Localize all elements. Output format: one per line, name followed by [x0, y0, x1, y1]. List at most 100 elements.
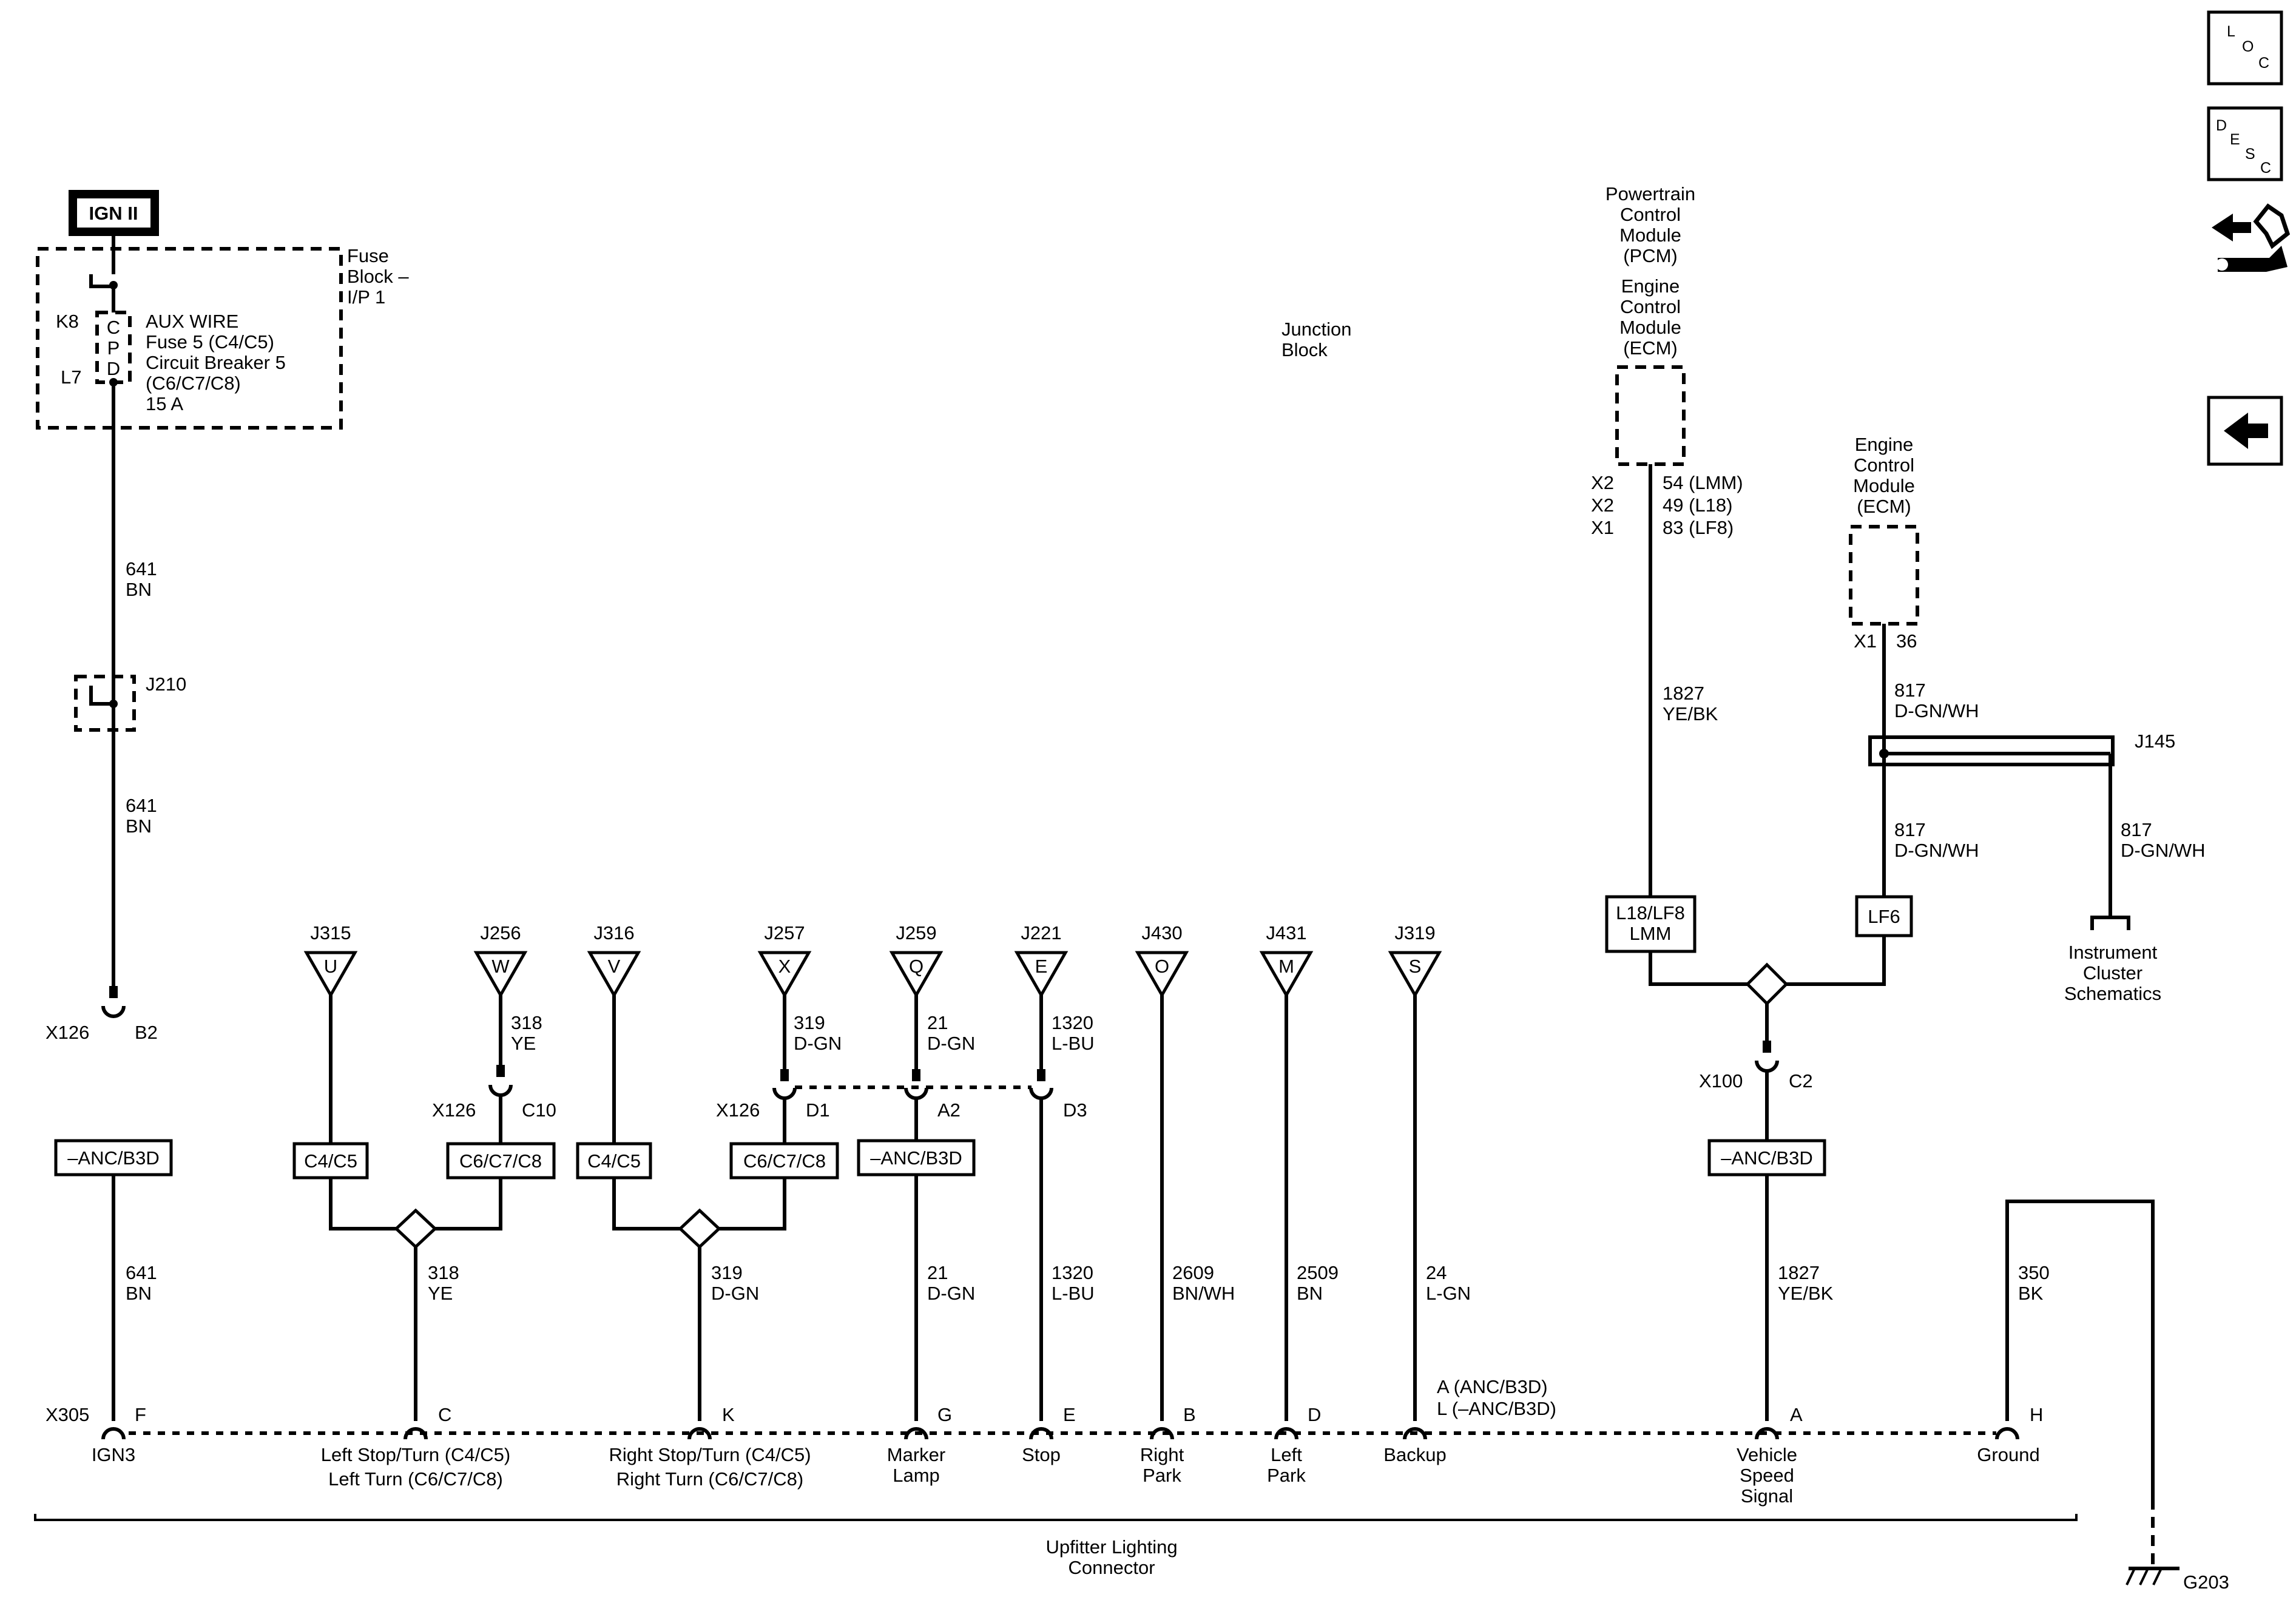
cpd-letter-c: C — [107, 317, 120, 338]
svg-text:O: O — [1155, 956, 1169, 977]
connector-x126-a2-icon — [904, 1069, 928, 1100]
svg-text:Signal: Signal — [1741, 1485, 1793, 1507]
svg-text:B: B — [1183, 1404, 1196, 1425]
lamp-drop-j430: J430 O — [1135, 922, 1189, 999]
x305-pin-b: B Right Park — [1140, 1404, 1196, 1486]
x100-pin-c2: C2 — [1789, 1070, 1813, 1092]
connector-x126-c10-icon — [488, 1065, 513, 1097]
svg-text:O: O — [2242, 38, 2254, 55]
ecm2-pin: 36 — [1896, 630, 1917, 652]
svg-text:J221: J221 — [1021, 922, 1061, 944]
svg-text:Q: Q — [909, 956, 923, 977]
svg-text:G: G — [937, 1404, 952, 1425]
svg-text:S: S — [1409, 956, 1422, 977]
lamp-drop-j315: J315 U — [303, 922, 358, 999]
backup-pin-label: A (ANC/B3D)L (–ANC/B3D) — [1437, 1376, 1556, 1419]
svg-text:Right Turn (C6/C7/C8): Right Turn (C6/C7/C8) — [616, 1468, 803, 1490]
svg-text:J431: J431 — [1266, 922, 1306, 944]
option-box-c6c7c8-left: C6/C7/C8 — [459, 1150, 542, 1172]
desc-button[interactable]: D E S C — [2207, 106, 2283, 181]
svg-text:S: S — [2245, 146, 2255, 163]
connector-x100-c2-icon — [1755, 1041, 1779, 1073]
svg-text:Vehicle: Vehicle — [1737, 1444, 1797, 1465]
diagnostic-tools-icon[interactable] — [2212, 203, 2291, 272]
svg-text:J319: J319 — [1394, 922, 1435, 944]
pcm-module-outline — [1615, 365, 1686, 466]
x126-pin-d1: D1 — [806, 1099, 830, 1121]
ground-g203-label: G203 — [2183, 1571, 2229, 1593]
svg-text:IGN II: IGN II — [89, 203, 138, 224]
svg-text:E: E — [1035, 956, 1048, 977]
svg-text:M: M — [1278, 956, 1294, 977]
option-box-anc-vss: –ANC/B3D — [1721, 1147, 1813, 1169]
lamp-drop-j431: J431 M — [1259, 922, 1314, 999]
svg-text:K: K — [722, 1404, 735, 1425]
svg-text:E: E — [2230, 131, 2240, 148]
svg-text:Lamp: Lamp — [893, 1465, 940, 1486]
svg-text:Ground: Ground — [1977, 1444, 2039, 1465]
svg-text:Park: Park — [1267, 1465, 1306, 1486]
svg-text:Right Stop/Turn (C4/C5): Right Stop/Turn (C4/C5) — [609, 1444, 811, 1465]
x305-pin-c: C Left Stop/Turn (C4/C5) Left Turn (C6/C… — [321, 1404, 510, 1490]
svg-text:Backup: Backup — [1383, 1444, 1446, 1465]
connector-x126-d1-icon — [772, 1069, 797, 1100]
svg-text:Marker: Marker — [887, 1444, 945, 1465]
svg-text:V: V — [608, 956, 621, 977]
x305-pin-d: D Left Park — [1267, 1404, 1321, 1486]
option-box-anc-ign: –ANC/B3D — [67, 1147, 160, 1169]
option-box-c4c5-right: C4/C5 — [587, 1150, 641, 1172]
x305-pin-a: A Vehicle Speed Signal — [1737, 1404, 1803, 1507]
x100-label: X100 — [1699, 1070, 1743, 1092]
svg-text:D: D — [1308, 1404, 1321, 1425]
splice-j210-icon — [74, 675, 136, 732]
back-arrow-icon[interactable] — [2207, 396, 2283, 466]
ground-symbol-icon — [2125, 1567, 2180, 1585]
x305-pin-e: E Stop — [1022, 1404, 1076, 1465]
pcm-pin-numbers: 54 (LMM)49 (L18)83 (LF8) — [1663, 472, 1743, 538]
svg-text:Stop: Stop — [1022, 1444, 1061, 1465]
svg-text:U: U — [324, 956, 337, 977]
svg-text:J430: J430 — [1141, 922, 1182, 944]
svg-text:Speed: Speed — [1740, 1465, 1794, 1486]
upfitter-connector-bracket — [34, 1514, 2078, 1521]
x126-pin-c10: C10 — [522, 1099, 556, 1121]
loc-button[interactable]: L O C — [2207, 10, 2283, 86]
ecm2-conn: X1 — [1854, 630, 1877, 652]
svg-text:F: F — [135, 1404, 146, 1425]
svg-text:J315: J315 — [310, 922, 351, 944]
svg-text:J316: J316 — [593, 922, 634, 944]
cpd-pin-top: K8 — [56, 311, 79, 332]
svg-text:Left Stop/Turn (C4/C5): Left Stop/Turn (C4/C5) — [321, 1444, 510, 1465]
connector-x126-b2-icon — [101, 986, 126, 1018]
svg-text:H: H — [2030, 1404, 2043, 1425]
x305-pin-k: K Right Stop/Turn (C4/C5) Right Turn (C6… — [609, 1404, 811, 1490]
connector-x126-d3-icon — [1029, 1069, 1053, 1100]
svg-text:C: C — [438, 1404, 451, 1425]
svg-text:C: C — [2260, 160, 2271, 177]
svg-text:J259: J259 — [896, 922, 936, 944]
x305-label: X305 — [46, 1404, 89, 1425]
svg-text:Right: Right — [1140, 1444, 1184, 1465]
svg-text:Left Turn (C6/C7/C8): Left Turn (C6/C7/C8) — [328, 1468, 503, 1490]
svg-text:Park: Park — [1143, 1465, 1181, 1486]
splice-j145-icon — [1868, 735, 2115, 766]
svg-text:L: L — [2227, 23, 2235, 40]
